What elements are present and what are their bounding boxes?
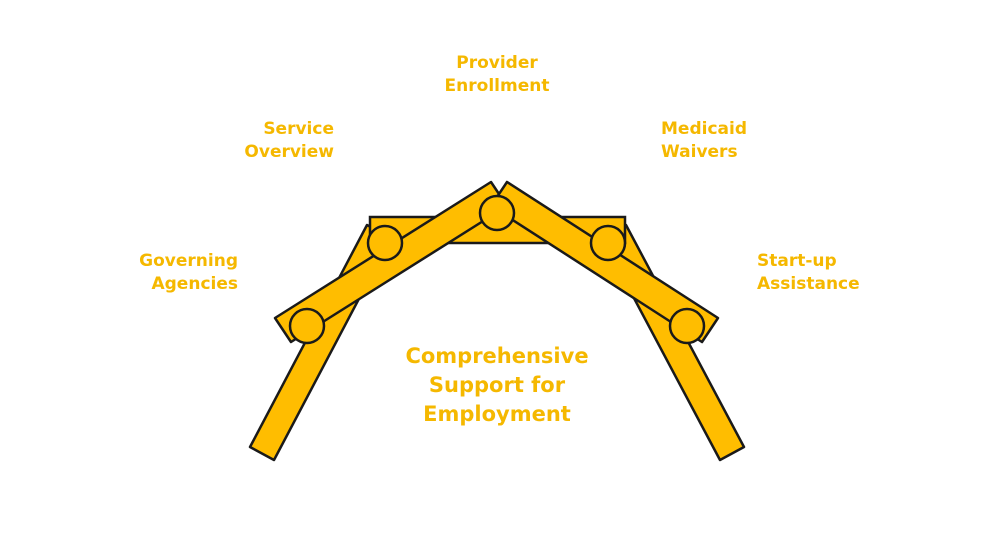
provider-enrollment-title: Provider Enrollment [444, 53, 550, 96]
service-overview-title: Service Overview [244, 119, 334, 162]
medicaid-waivers-title: Medicaid Waivers [661, 119, 747, 162]
joint-provider-enrollment [478, 194, 516, 232]
joint-startup-assistance [668, 307, 706, 345]
diagram-title: Comprehensive Support for Employment [405, 344, 589, 426]
right-rafter [489, 180, 720, 344]
joint-medicaid-waivers [589, 224, 627, 262]
joint-service-overview [366, 224, 404, 262]
joint-governing-agencies [288, 307, 326, 345]
governing-agencies-title: Governing Agencies [139, 251, 238, 294]
startup-assistance-title: Start-up Assistance [757, 251, 860, 294]
